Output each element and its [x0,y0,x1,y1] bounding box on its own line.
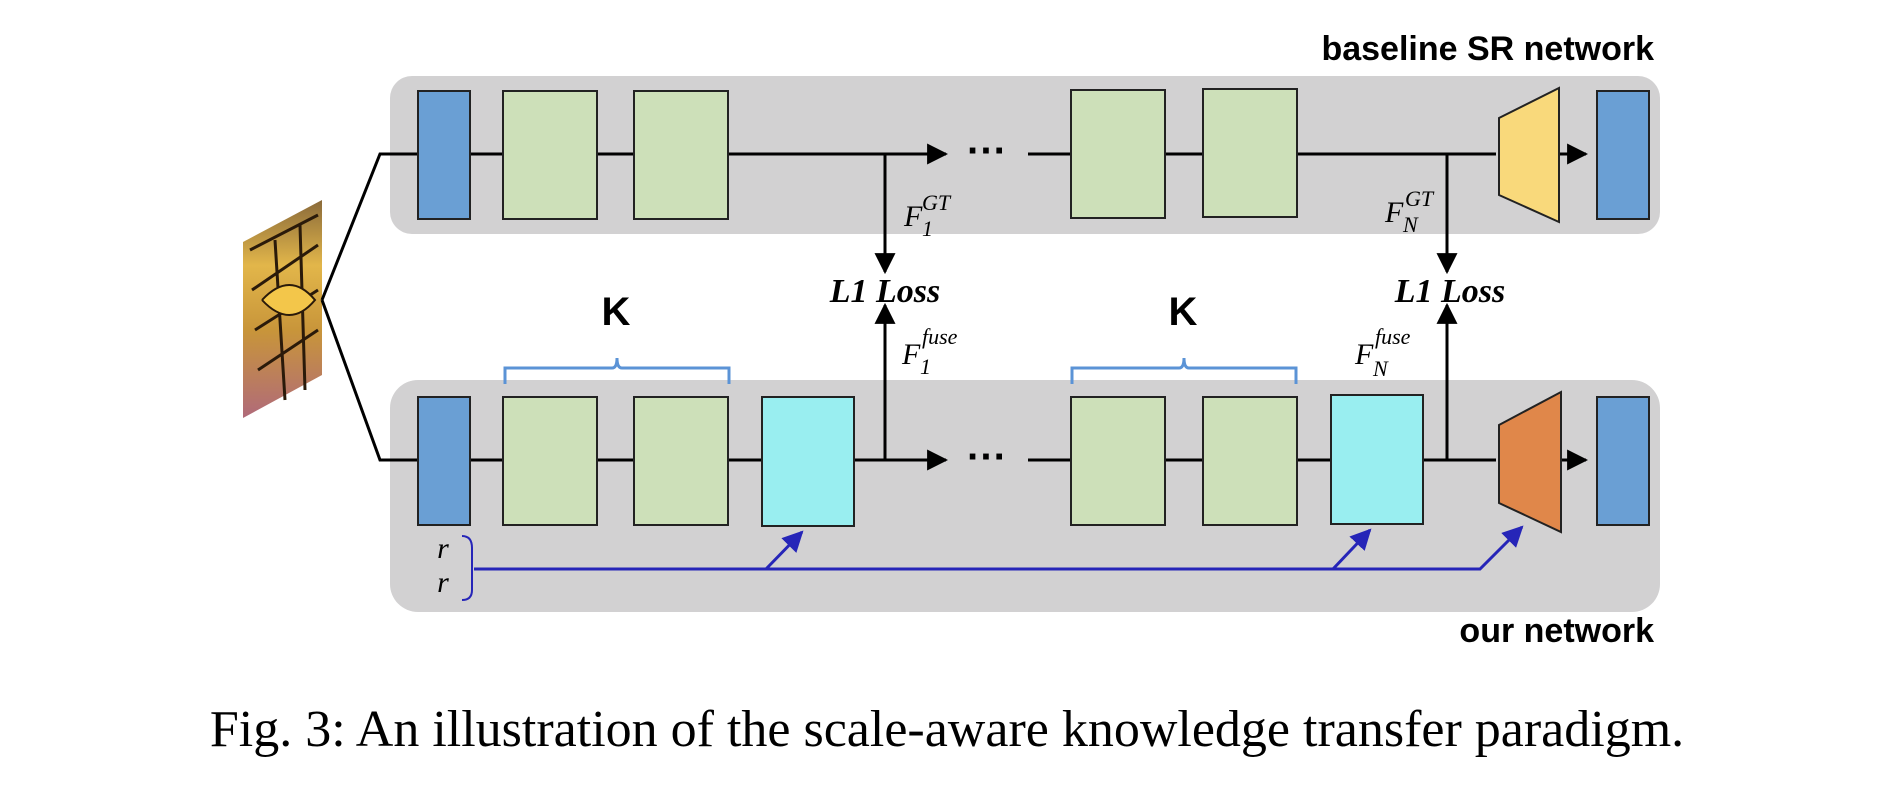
l1-loss-label-1: L1 Loss [829,273,941,310]
svg-text:fuse: fuse [922,324,958,349]
ours-fuse-block-1 [761,396,855,527]
ours-res-block-1 [502,396,598,526]
scale-input-r-2: r [437,566,449,599]
scale-conditioning-line [474,525,1524,571]
feature-fn-fuse-label: F N fuse [1354,324,1411,381]
ours-res-block-4 [1202,396,1298,526]
svg-text:1: 1 [920,354,931,379]
ours-res-block-3 [1070,396,1166,526]
ours-tail-block [1596,396,1650,526]
scale-input-brace [461,535,473,601]
input-line-to-baseline [320,152,418,301]
svg-text:F: F [903,200,923,233]
our-network-title: our network [1459,612,1654,650]
k-label-2: K [1169,290,1198,334]
scale-input-r-1: r [437,532,449,565]
svg-text:N: N [1402,212,1419,237]
baseline-res-block-2 [633,90,729,220]
svg-text:F: F [1384,196,1404,229]
ours-upsampler [1498,390,1562,534]
baseline-head-block [417,90,471,220]
diagram: ··· ··· baseline SR network our network … [243,30,1660,650]
svg-text:1: 1 [922,216,933,241]
baseline-res-block-1 [502,90,598,220]
baseline-upsampler [1498,86,1560,224]
ours-res-block-2 [633,396,729,526]
k-brace-2 [1070,357,1298,384]
svg-text:F: F [1354,338,1374,371]
baseline-network-title: baseline SR network [1321,30,1654,68]
baseline-ellipsis: ··· [967,129,1007,173]
figure-caption: Fig. 3: An illustration of the scale-awa… [209,701,1685,758]
l1-loss-label-2: L1 Loss [1394,273,1506,310]
ours-ellipsis: ··· [967,435,1007,479]
baseline-res-block-3 [1070,89,1166,219]
input-line-to-ours [320,299,418,462]
svg-text:fuse: fuse [1375,324,1411,349]
feature-fn-gt-label: F N GT [1384,186,1435,237]
k-label-1: K [602,290,631,334]
k-brace-1 [503,357,731,384]
scale-arrow-to-fuse-2 [1331,528,1372,571]
svg-text:GT: GT [1405,186,1435,211]
baseline-tail-block [1596,90,1650,220]
baseline-res-block-4 [1202,88,1298,218]
feature-f1-fuse-label: F 1 fuse [901,324,958,379]
feature-f1-gt-label: F 1 GT [903,190,952,241]
scale-arrow-to-fuse-1 [764,530,804,571]
ours-head-block [417,396,471,526]
svg-text:N: N [1372,356,1389,381]
input-image [243,200,322,418]
svg-text:F: F [901,338,921,371]
ours-fuse-block-2 [1330,394,1424,525]
svg-text:GT: GT [922,190,952,215]
